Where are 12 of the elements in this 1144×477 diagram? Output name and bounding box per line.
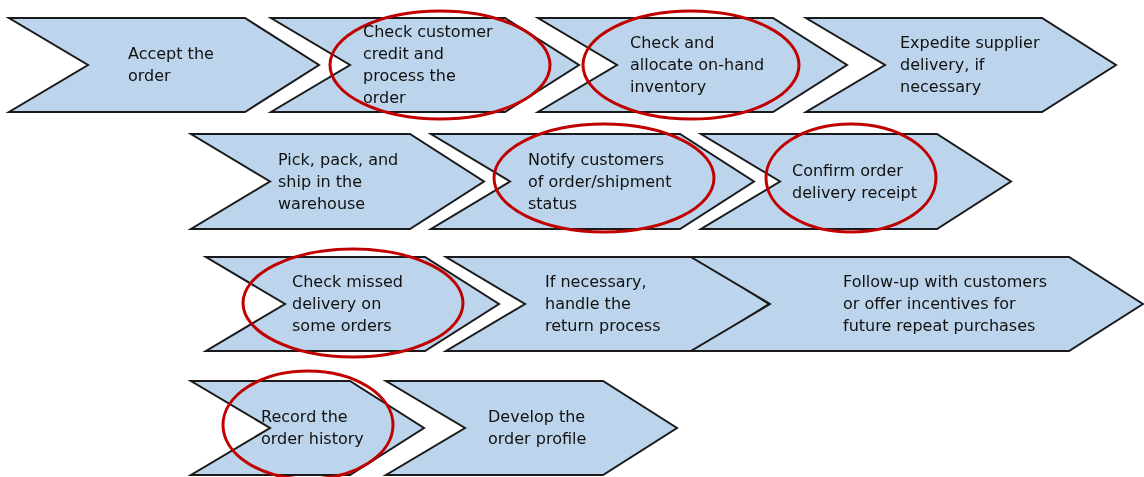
step-text: Check customer credit and process the order: [363, 21, 494, 109]
step-text: Expedite supplier delivery, if necessary: [900, 32, 1041, 98]
step-text: Confirm order delivery receipt: [792, 159, 918, 204]
step-text: Pick, pack, and ship in the warehouse: [278, 148, 400, 215]
step-text: Notify customers of order/shipment status: [528, 148, 673, 215]
step-text: Check and allocate on-hand inventory: [630, 32, 766, 98]
step-text: Accept the order: [128, 43, 215, 87]
step-text: Develop the order profile: [488, 406, 588, 450]
step-text: Follow-up with customers or offer incentives for future repeat purchases: [843, 271, 1049, 337]
step-text: Record the order history: [261, 406, 365, 450]
step-text: If necessary, handle the return process: [545, 271, 662, 337]
step-text: Check missed delivery on some orders: [292, 271, 404, 337]
